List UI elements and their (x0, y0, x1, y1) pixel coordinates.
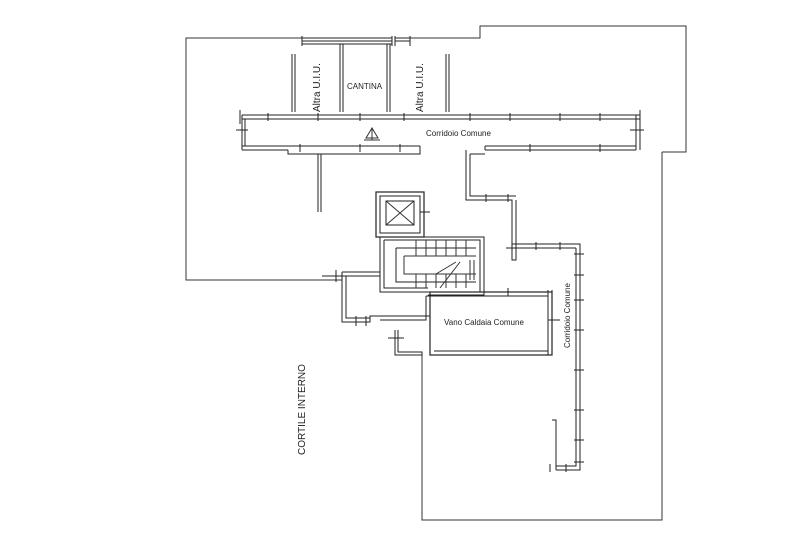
corridoio-right-label: Corridoio Comune (563, 283, 572, 348)
right-corridor (516, 242, 584, 472)
vano-caldaia-label: Vano Caldaia Comune (444, 318, 524, 327)
level-marker-icon (364, 127, 380, 141)
upper-room-partitions (291, 44, 450, 112)
stair-block (379, 236, 485, 296)
entrance-lobby (322, 270, 431, 326)
lower-lot-boundary (421, 152, 663, 521)
altra-uiu-right-label: Altra U.I.U. (415, 63, 426, 112)
left-corridor-wall (317, 154, 322, 212)
top-corridor-walls (236, 110, 644, 155)
lift-core (375, 191, 430, 238)
upper-lot-boundary (185, 25, 687, 281)
cantina-label: CANTINA (347, 82, 383, 91)
connector-corridor (465, 150, 520, 261)
corridoio-top-label: Corridoio Comune (426, 129, 491, 138)
boiler-room (388, 288, 560, 356)
altra-uiu-left-label: Altra U.I.U. (312, 63, 323, 112)
cortile-interno-label: CORTILE INTERNO (297, 364, 308, 455)
top-windows (301, 36, 411, 46)
upper-lot-boundary (185, 37, 302, 280)
